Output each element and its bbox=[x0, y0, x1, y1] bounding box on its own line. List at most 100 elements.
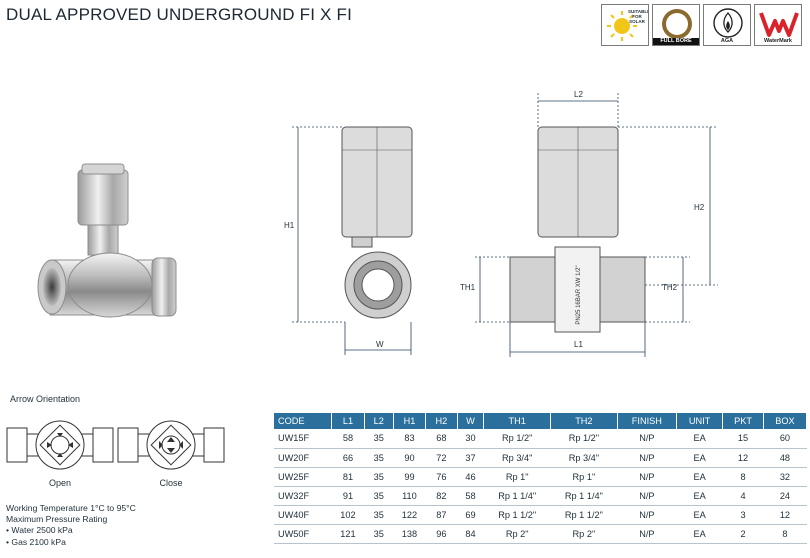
full-bore-icon bbox=[653, 9, 699, 45]
table-cell: 12 bbox=[722, 448, 764, 468]
w-label: W bbox=[376, 340, 384, 349]
table-cell: 32 bbox=[763, 467, 807, 487]
page-title: DUAL APPROVED UNDERGROUND FI X FI bbox=[6, 5, 353, 24]
table-cell: 138 bbox=[393, 524, 426, 544]
table-cell: UW20F bbox=[274, 448, 332, 468]
column-header: UNIT bbox=[676, 413, 724, 429]
column-header: L1 bbox=[331, 413, 365, 429]
table-cell: 102 bbox=[331, 505, 365, 525]
table-cell: N/P bbox=[617, 486, 677, 506]
table-cell: Rp 3/4" bbox=[550, 448, 618, 468]
certification-badges: SUITABLE FOR SOLAR FULL BORE AGA WaterMa… bbox=[601, 4, 802, 46]
side-view bbox=[341, 126, 413, 319]
table-cell: UW25F bbox=[274, 467, 332, 487]
table-cell: 12 bbox=[763, 505, 807, 525]
table-cell: 2 bbox=[722, 524, 764, 544]
table-cell: 8 bbox=[722, 467, 764, 487]
column-header: CODE bbox=[274, 413, 333, 429]
table-cell: 35 bbox=[364, 524, 394, 544]
table-cell: Rp 1 1/4" bbox=[550, 486, 618, 506]
table-cell: N/P bbox=[617, 505, 677, 525]
table-cell: 3 bbox=[722, 505, 764, 525]
flame-icon bbox=[713, 8, 743, 38]
table-cell: UW15F bbox=[274, 429, 332, 449]
table-cell: 68 bbox=[425, 429, 458, 449]
solar-badge: SUITABLE FOR SOLAR bbox=[601, 4, 649, 46]
table-cell: 69 bbox=[457, 505, 484, 525]
table-cell: 24 bbox=[763, 486, 807, 506]
gas-pressure: • Gas 2100 kPa bbox=[6, 536, 66, 547]
table-cell: Rp 2" bbox=[550, 524, 618, 544]
table-cell: UW32F bbox=[274, 486, 332, 506]
column-header: FINISH bbox=[617, 413, 678, 429]
table-cell: 87 bbox=[425, 505, 458, 525]
table-cell: 46 bbox=[457, 467, 484, 487]
table-cell: Rp 1 1/4" bbox=[483, 486, 551, 506]
column-header: PKT bbox=[722, 413, 764, 429]
close-label: Close bbox=[159, 478, 183, 488]
h2-label: H2 bbox=[694, 203, 705, 212]
dimension-drawing: H1 W PN25 16BAR XW 1/2" L2 H2 TH1 TH2 L1 bbox=[284, 90, 718, 357]
table-cell: EA bbox=[676, 448, 723, 468]
full-bore-badge: FULL BORE bbox=[652, 4, 700, 46]
watermark-badge: WaterMark bbox=[754, 4, 802, 46]
table-cell: 8 bbox=[763, 524, 807, 544]
table-cell: UW40F bbox=[274, 505, 332, 525]
table-cell: Rp 1 1/2" bbox=[550, 505, 618, 525]
table-cell: 91 bbox=[331, 486, 365, 506]
table-cell: 90 bbox=[393, 448, 426, 468]
product-spec-table: CODE L1 L2 H1 H2 W TH1 TH2 FINISH UNIT P… bbox=[274, 413, 808, 544]
table-cell: EA bbox=[676, 467, 723, 487]
table-cell: 84 bbox=[457, 524, 484, 544]
h1-label: H1 bbox=[284, 221, 295, 230]
column-header: W bbox=[457, 413, 485, 429]
table-cell: Rp 1/2" bbox=[550, 429, 618, 449]
table-cell: Rp 1/2" bbox=[483, 429, 551, 449]
aga-text: AGA bbox=[720, 38, 734, 44]
l1-label: L1 bbox=[574, 340, 583, 349]
ball-valve-product-image bbox=[37, 163, 177, 318]
th2-label: TH2 bbox=[662, 283, 678, 292]
table-cell: N/P bbox=[617, 467, 677, 487]
water-pressure: • Water 2500 kPa bbox=[6, 525, 73, 536]
watermark-icon bbox=[759, 12, 799, 37]
table-cell: 121 bbox=[331, 524, 365, 544]
table-cell: EA bbox=[676, 505, 723, 525]
l2-label: L2 bbox=[574, 90, 583, 99]
table-cell: Rp 1 1/2" bbox=[483, 505, 551, 525]
table-cell: 66 bbox=[331, 448, 365, 468]
body-marking: PN25 16BAR XW 1/2" bbox=[576, 265, 582, 324]
working-temperature: Working Temperature 1°C to 95°C bbox=[6, 503, 136, 513]
arrow-orientation-title: Arrow Orientation bbox=[10, 394, 81, 404]
table-cell: Rp 3/4" bbox=[483, 448, 551, 468]
table-cell: 58 bbox=[457, 486, 484, 506]
table-cell: 96 bbox=[425, 524, 458, 544]
table-cell: 110 bbox=[393, 486, 426, 506]
open-orientation-diagram bbox=[6, 420, 114, 470]
pressure-temperature-specs: Working Temperature 1°C to 95°C Maximum … bbox=[6, 503, 136, 548]
table-cell: N/P bbox=[617, 448, 677, 468]
table-cell: 48 bbox=[763, 448, 807, 468]
column-header: H1 bbox=[393, 413, 427, 429]
table-cell: EA bbox=[676, 486, 723, 506]
full-bore-text: FULL BORE bbox=[660, 38, 692, 44]
column-header: H2 bbox=[425, 413, 458, 429]
th1-label: TH1 bbox=[460, 283, 476, 292]
column-header: BOX bbox=[763, 413, 808, 429]
table-cell: 81 bbox=[331, 467, 365, 487]
solar-badge-text: SUITABLE FOR SOLAR bbox=[628, 9, 649, 24]
front-view: PN25 16BAR XW 1/2" bbox=[509, 126, 646, 333]
table-cell: 35 bbox=[364, 467, 394, 487]
table-cell: 35 bbox=[364, 505, 394, 525]
table-cell: 76 bbox=[425, 467, 458, 487]
watermark-text: WaterMark bbox=[764, 38, 792, 44]
table-cell: 15 bbox=[722, 429, 764, 449]
table-cell: 35 bbox=[364, 486, 394, 506]
table-cell: UW50F bbox=[274, 524, 332, 544]
sun-icon bbox=[607, 11, 637, 41]
